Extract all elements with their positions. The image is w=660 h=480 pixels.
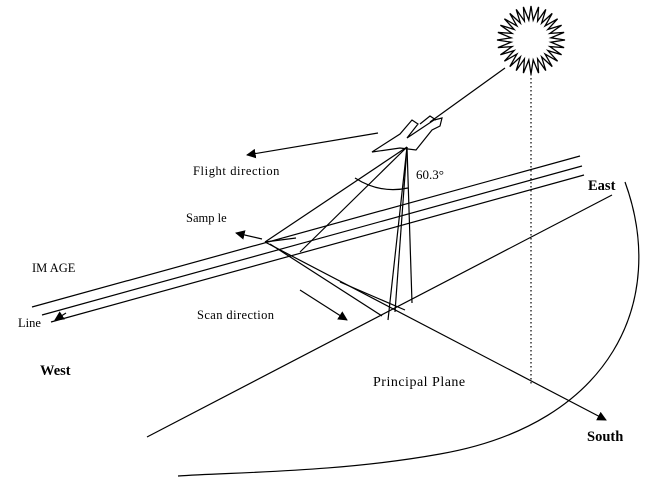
sample-arrow xyxy=(235,230,263,240)
angle-arc xyxy=(354,177,409,191)
south-label: South xyxy=(587,429,623,445)
image-strip xyxy=(31,155,585,323)
sun-ray xyxy=(429,67,506,123)
east-label: East xyxy=(588,178,616,194)
south-axis xyxy=(264,241,607,421)
scan-direction-arrow xyxy=(299,289,348,321)
sample-label: Samp le xyxy=(186,211,227,225)
horizon-arc xyxy=(177,181,640,477)
west-label: West xyxy=(40,363,71,379)
scan-direction-label: Scan direction xyxy=(197,308,275,322)
principal-plane-line xyxy=(146,194,613,438)
sun-icon xyxy=(496,5,566,75)
flight-direction-label: Flight direction xyxy=(193,164,280,178)
line-label: Line xyxy=(18,316,41,330)
scan-region xyxy=(264,237,406,317)
line-arrow xyxy=(54,311,67,321)
image-label: IM AGE xyxy=(32,261,76,275)
airplane-icon xyxy=(371,115,443,153)
principal-plane-label: Principal Plane xyxy=(373,375,466,390)
flight-direction-arrow xyxy=(246,132,379,159)
view-rays xyxy=(264,146,413,321)
angle-label: 60.3° xyxy=(416,167,444,182)
